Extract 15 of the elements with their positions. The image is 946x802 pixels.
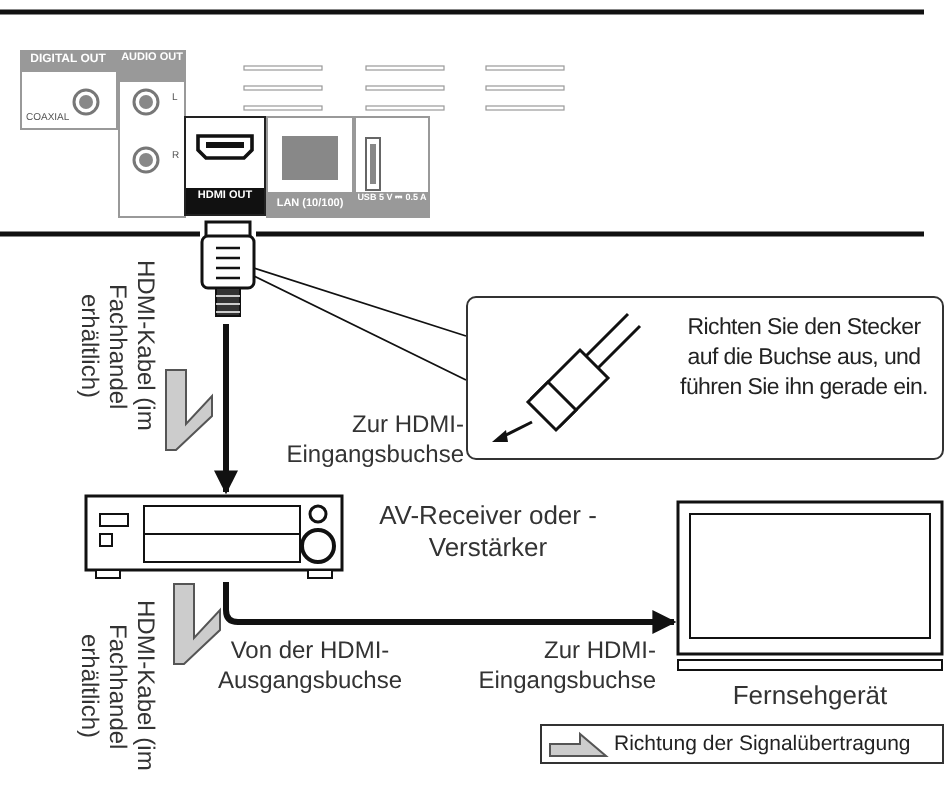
legend-text: Richtung der Signalübertragung — [614, 732, 911, 756]
connection-note: Zur HDMI- Eingangsbuchse — [284, 410, 464, 470]
device-label: Fernsehgerät — [730, 680, 890, 710]
connection-note: Von der HDMI- Ausgangsbuchse — [215, 636, 405, 696]
av-receiver-drawing — [84, 494, 344, 582]
instruction-text: Richten Sie den Stecker auf die Buchse aus, und führen Sie ihn gerade ein. — [678, 314, 930, 404]
cable-label: HDMI-Kabel (im Fachhandel erhältlich) — [74, 260, 160, 432]
connection-note: Zur HDMI- Eingangsbuchse — [476, 636, 656, 696]
device-label: AV-Receiver oder - Verstärker — [377, 500, 599, 564]
hdmi-port — [184, 116, 266, 216]
cable-arrow — [214, 324, 238, 495]
cable-label: HDMI-Kabel (im Fachhandel erhältlich) — [74, 600, 160, 772]
tv-drawing — [676, 500, 944, 672]
leader-line — [253, 267, 467, 381]
callout-box — [466, 296, 944, 460]
